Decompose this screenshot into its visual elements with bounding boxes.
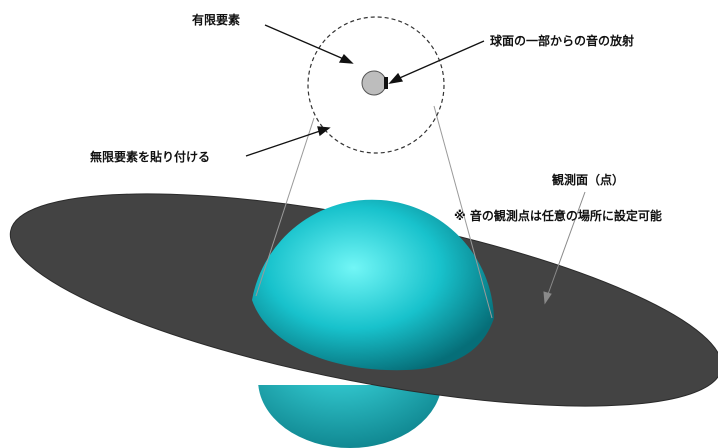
guide-line-left	[255, 117, 315, 297]
infinite-element-boundary	[307, 16, 445, 154]
arrow-observation	[543, 191, 586, 305]
radiator-patch	[384, 77, 388, 89]
sphere-bottom-cap	[258, 385, 442, 448]
label-infinite-element: 無限要素を貼り付ける	[90, 149, 210, 164]
arrow-finite-element	[264, 24, 354, 64]
label-partial-sphere-radiation: 球面の一部からの音の放射	[490, 33, 634, 48]
label-finite-element: 有限要素	[192, 12, 240, 27]
guide-line-right	[433, 105, 493, 319]
cyan-sphere	[252, 199, 494, 371]
label-observation-note: ※ 音の観測点は任意の場所に設定可能	[454, 208, 662, 223]
label-observation-plane: 観測面（点）	[552, 172, 624, 187]
small-sphere	[361, 70, 387, 96]
arrow-radiation	[388, 40, 485, 84]
arrow-infinite-element	[245, 126, 331, 157]
